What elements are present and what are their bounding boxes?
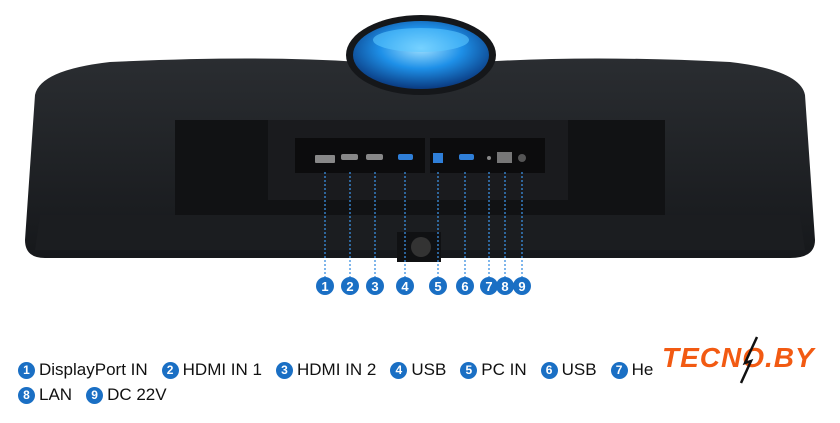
port-marker-4: 4 — [396, 277, 414, 295]
tecno-by-logo: TECNO.BY — [662, 342, 815, 373]
svg-text:5: 5 — [434, 279, 441, 294]
legend-label: LAN — [39, 385, 73, 404]
legend-label: USB — [411, 360, 447, 379]
lightning-icon — [739, 336, 759, 384]
svg-text:9: 9 — [518, 279, 525, 294]
port-marker-5: 5 — [429, 277, 447, 295]
legend-badge: 9 — [86, 386, 104, 404]
svg-text:1: 1 — [321, 279, 328, 294]
stand-base — [346, 15, 496, 95]
legend-item: 7Hea — [610, 360, 653, 380]
svg-text:4: 4 — [401, 279, 409, 294]
port-marker-3: 3 — [366, 277, 384, 295]
legend-label: HDMI IN 2 — [296, 360, 377, 379]
port-marker-9: 9 — [513, 277, 531, 295]
port-marker-2: 2 — [341, 277, 359, 295]
legend-badge: 7 — [610, 361, 628, 379]
svg-text:2: 2 — [346, 279, 353, 294]
legend-label: Hea — [631, 360, 653, 379]
ports — [315, 152, 526, 163]
port-callout-lines — [324, 172, 523, 277]
legend-badge: 1 — [18, 361, 35, 379]
legend-badge: 2 — [161, 361, 179, 379]
legend-badge: 5 — [460, 361, 478, 379]
legend-label: PC IN — [481, 360, 527, 379]
port-marker-7: 7 — [480, 277, 498, 295]
port-marker-1: 1 — [316, 277, 334, 295]
joystick-icon — [411, 237, 431, 257]
legend-badge: 4 — [390, 361, 408, 379]
legend-label: DisplayPort IN — [39, 360, 148, 379]
legend-label: HDMI IN 1 — [182, 360, 262, 379]
legend-label: USB — [561, 360, 597, 379]
port-marker-6: 6 — [456, 277, 474, 295]
legend-badge: 6 — [540, 361, 558, 379]
port-marker-8: 8 — [496, 277, 514, 295]
svg-text:3: 3 — [371, 279, 378, 294]
legend-badge: 3 — [275, 361, 293, 379]
svg-text:6: 6 — [461, 279, 468, 294]
legend-badge: 8 — [18, 386, 35, 404]
svg-text:7: 7 — [485, 279, 492, 294]
legend-label: DC 22V — [107, 385, 167, 404]
svg-text:8: 8 — [501, 279, 508, 294]
